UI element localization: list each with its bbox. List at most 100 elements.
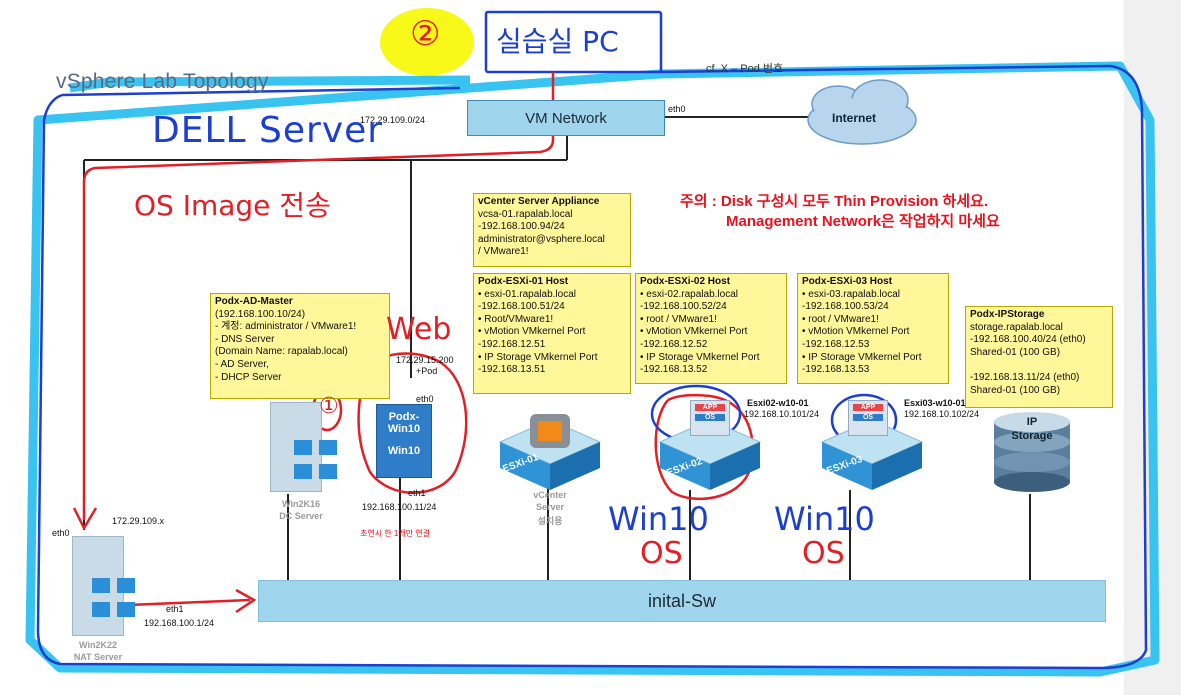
vm-network-label: VM Network [525, 109, 607, 127]
header-note: cf. X – Pod 번호 [706, 63, 784, 75]
os-badge: OS [853, 414, 883, 421]
warning-line-1: 주의 : Disk 구성시 모두 Thin Provision 하세요. [680, 193, 989, 210]
storage-box-title: Podx-IPStorage [970, 309, 1045, 320]
win10-ip-bottom: 192.168.100.11/24 [362, 502, 437, 512]
storage-box-line [970, 359, 1108, 372]
os-badge: OS [695, 414, 725, 421]
esxi02-vm-name: Esxi02-w10-01 [747, 398, 809, 408]
esxi03-chip-icon [820, 419, 924, 490]
ad-box-line: (Domain Name: rapalab.local) [215, 346, 348, 358]
win10-ip-top-2: +Pod [416, 366, 438, 376]
esxi01-box-line: • Root/VMware1! [478, 313, 554, 325]
nat-eth0: eth0 [52, 528, 70, 538]
esxi02-box-title: Podx-ESXi-02 Host [640, 276, 731, 287]
dell-server-annotation: DELL Server [152, 110, 384, 151]
app-badge: APP [695, 404, 725, 411]
win10-ip-top: 172.29.15.200 [396, 355, 454, 365]
storage-box-line: Shared-01 (100 GB) [970, 346, 1061, 358]
internet-label: Internet [832, 111, 877, 125]
esxi03-app-os-icon: APP OS [848, 400, 888, 436]
esxi03-box-line: • vMotion VMkernel Port [802, 326, 910, 338]
vcenter-caption-2: Server [535, 502, 565, 512]
vcenter-box-line: -192.168.100.94/24 [478, 221, 565, 233]
ad-box-line: (192.168.100.10/24) [215, 308, 306, 320]
web-annotation: Web [386, 312, 452, 347]
esxi01-box-title: Podx-ESXi-01 Host [478, 276, 569, 287]
vcenter-box-line: / VMware1! [478, 246, 529, 258]
vm-network-box: VM Network [467, 100, 665, 136]
win2k16-caption-1: Win2K16 [282, 499, 320, 509]
nat-caption-1: Win2K22 [79, 640, 117, 650]
esxi03-box-line: -192.168.13.53 [802, 364, 870, 376]
nat-eth1: eth1 [166, 604, 184, 614]
win10-annotation-b: Win10 [774, 500, 875, 538]
ad-box-line: - 계정: administrator / VMware1! [215, 321, 357, 333]
esxi03-info-box: Podx-ESXi-03 Host • esxi-03.rapalab.loca… [797, 273, 949, 384]
esxi03-box-title: Podx-ESXi-03 Host [802, 276, 893, 287]
esxi02-app-os-icon: APP OS [690, 400, 730, 436]
esxi02-box-line: • IP Storage VMkernel Port [640, 351, 760, 363]
win2k16-caption-2: DC Server [279, 511, 323, 521]
esxi03-box-line: -192.168.12.53 [802, 338, 870, 350]
top-bar [0, 0, 1124, 44]
vcenter-caption-3: 설치용 [537, 516, 563, 526]
esxi02-box-line: • vMotion VMkernel Port [640, 326, 748, 338]
windows-logo-icon [294, 440, 340, 484]
nat-ip0: 172.29.109.x [112, 516, 165, 526]
app-badge: APP [853, 404, 883, 411]
yellow-highlight [380, 8, 474, 76]
win10-annotation-a: Win10 [608, 500, 709, 538]
vcenter-caption-1: vCenter [533, 490, 567, 500]
nat-caption-2: NAT Server [73, 652, 123, 662]
win10-label-2: Win10 [387, 423, 421, 435]
win10-vm-icon: Podx- Win10 Win10 [376, 404, 432, 478]
warning-line-2: Management Network은 작업하지 마세요 [726, 213, 1000, 230]
esxi03-vm-name: Esxi03-w10-01 [904, 398, 966, 408]
esxi03-box-line: • root / VMware1! [802, 313, 879, 325]
storage-box-line: storage.rapalab.local [970, 321, 1063, 333]
esxi01-box-line: • IP Storage VMkernel Port [478, 351, 598, 363]
win10-eth1: eth1 [408, 488, 426, 498]
esxi01-chip-icon [498, 414, 602, 490]
esxi02-box-line: -192.168.100.52/24 [640, 301, 727, 313]
page-title: vSphere Lab Topology [56, 70, 269, 93]
esxi01-box-line: • vMotion VMkernel Port [478, 326, 586, 338]
storage-box-line: Shared-01 (100 GB) [970, 384, 1061, 396]
os-annotation-b: OS [802, 536, 845, 571]
ip-storage-info-box: Podx-IPStorage storage.rapalab.local -19… [965, 306, 1113, 408]
vcenter-box-line: vcsa-01.rapalab.local [478, 208, 573, 220]
circle-1-annotation: ① [319, 394, 339, 419]
os-image-annotation: OS Image 전송 [134, 189, 331, 222]
esxi02-box-line: -192.168.13.52 [640, 364, 708, 376]
nat-ip1: 192.168.100.1/24 [144, 618, 215, 628]
esxi02-box-line: • esxi-02.rapalab.local [640, 288, 738, 300]
esxi01-box-line: -192.168.100.51/24 [478, 301, 565, 313]
vcenter-box-title: vCenter Server Appliance [478, 196, 600, 207]
lab-pc-annotation: 실습실 PC [496, 25, 619, 58]
storage-box-line: -192.168.13.11/24 (eth0) [970, 371, 1080, 383]
windows-logo-icon [92, 578, 138, 622]
esxi02-vm-ip: 192.168.10.101/24 [744, 409, 820, 419]
ad-box-line: - DHCP Server [215, 371, 282, 383]
storage-box-line: -192.168.100.40/24 (eth0) [970, 334, 1086, 346]
esxi03-box-line: • esxi-03.rapalab.local [802, 288, 900, 300]
win10-eth0: eth0 [416, 394, 434, 404]
storage-label-1: IP [1026, 416, 1038, 428]
esxi03-box-line: • IP Storage VMkernel Port [802, 351, 922, 363]
esxi01-box-line: -192.168.12.51 [478, 338, 546, 350]
esxi01-box-line: -192.168.13.51 [478, 364, 546, 376]
esxi03-box-line: -192.168.100.53/24 [802, 301, 889, 313]
inital-switch: inital-Sw [258, 580, 1106, 622]
internet-cloud [807, 79, 917, 145]
database-icon [994, 412, 1070, 492]
ad-master-info-box: Podx-AD-Master (192.168.100.10/24) - 계정:… [210, 293, 390, 399]
esxi01-box-line: • esxi-01.rapalab.local [478, 288, 576, 300]
inital-switch-label: inital-Sw [647, 590, 717, 611]
win10-red-note: 초연시 한 1개만 연결 [360, 529, 430, 538]
vcenter-box-line: administrator@vsphere.local [478, 233, 605, 245]
ad-box-line: - AD Server, [215, 358, 269, 370]
vm-network-subnet-label: 172.29.109.0/24 [360, 115, 426, 125]
esxi03-vm-ip: 192.168.10.102/24 [904, 409, 980, 419]
storage-label-2: Storage [1011, 430, 1053, 442]
win10-label-1: Podx- [388, 411, 420, 423]
